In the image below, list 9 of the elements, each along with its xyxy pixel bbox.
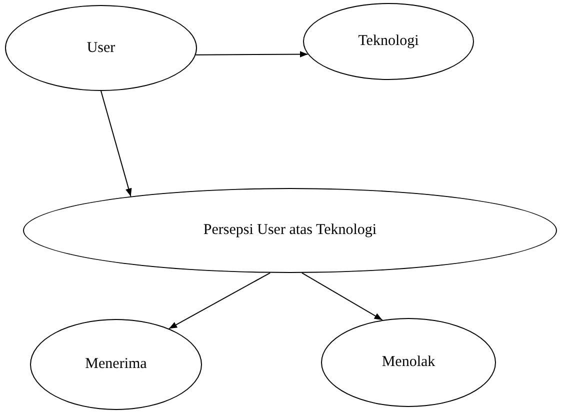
arrow bbox=[168, 272, 271, 330]
arrow bbox=[195, 51, 308, 58]
node-label: User bbox=[86, 40, 116, 56]
arrow bbox=[302, 272, 383, 321]
node-label: Menolak bbox=[382, 354, 436, 371]
node-label: Persepsi User atas Teknologi bbox=[203, 222, 377, 239]
node-label: Menerima bbox=[85, 356, 147, 373]
arrow bbox=[100, 90, 132, 197]
node-label: Teknologi bbox=[358, 33, 419, 50]
